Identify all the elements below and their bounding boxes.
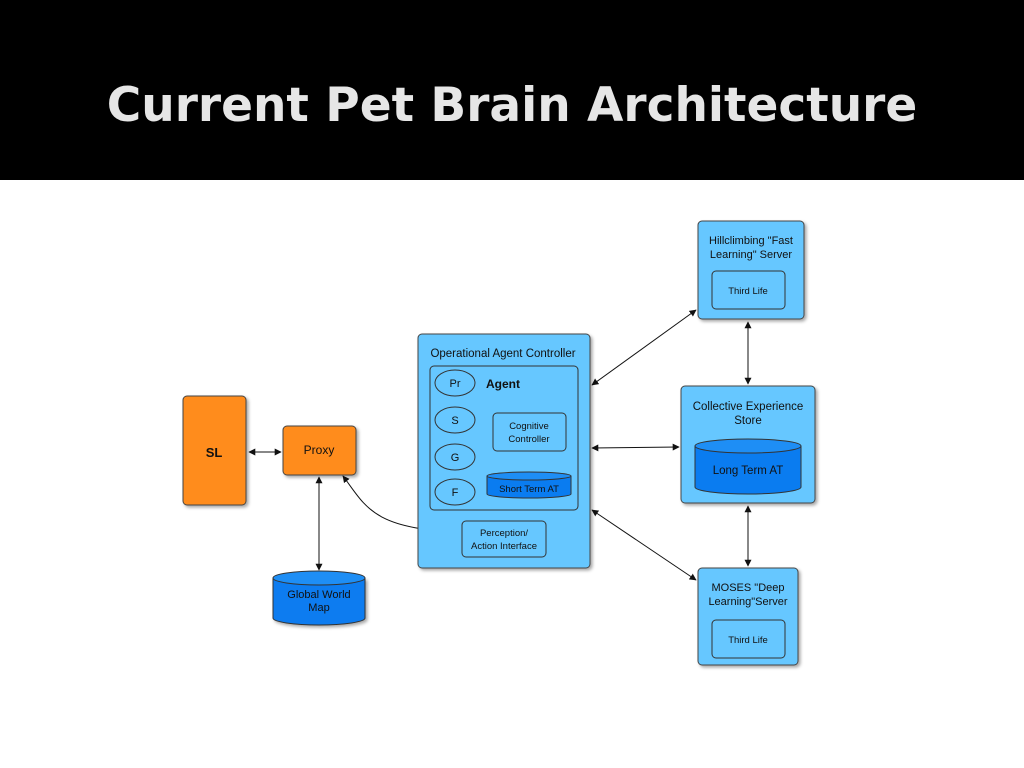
circle-f-label: F bbox=[452, 487, 459, 499]
moses-title-line2: Learning"Server bbox=[708, 596, 787, 608]
hillclimbing-third-life-box bbox=[711, 270, 786, 310]
oac-node: Operational Agent Controller Agent Pr S … bbox=[417, 333, 591, 569]
global-world-map-node: Global World Map bbox=[272, 570, 366, 626]
perception-interface-line2: Action Interface bbox=[471, 541, 537, 552]
circle-s bbox=[434, 406, 476, 434]
circle-g-label: G bbox=[451, 452, 460, 464]
collective-title-line2: Store bbox=[734, 415, 762, 427]
cognitive-controller-line1: Cognitive bbox=[509, 421, 549, 432]
perception-interface-box bbox=[461, 520, 547, 558]
slide-title: Current Pet Brain Architecture bbox=[106, 78, 918, 133]
arrow-oac-hillclimbing bbox=[591, 309, 697, 386]
global-world-map-label-line2: Map bbox=[308, 602, 329, 614]
proxy-label: Proxy bbox=[304, 443, 335, 457]
circle-s-label: S bbox=[451, 415, 458, 427]
sl-label: SL bbox=[206, 445, 223, 460]
hillclimbing-title-line2: Learning" Server bbox=[710, 249, 793, 261]
sl-node: SL bbox=[182, 395, 247, 506]
collective-experience-store-node: Collective Experience Store Long Term AT bbox=[680, 385, 816, 504]
proxy-node: Proxy bbox=[282, 425, 357, 476]
circle-g bbox=[434, 443, 476, 471]
agent-label: Agent bbox=[486, 377, 520, 391]
cognitive-controller-box bbox=[492, 412, 567, 452]
title-bar bbox=[0, 0, 1024, 180]
hillclimbing-title-line1: Hillclimbing "Fast bbox=[709, 235, 793, 247]
arrow-oac-collective bbox=[591, 443, 680, 452]
perception-interface-line1: Perception/ bbox=[480, 528, 528, 539]
oac-title: Operational Agent Controller bbox=[430, 348, 575, 360]
short-term-at-store: Short Term AT bbox=[486, 471, 572, 499]
global-world-map-label-line1: Global World bbox=[287, 589, 350, 601]
short-term-at-label: Short Term AT bbox=[499, 484, 559, 495]
moses-title-line1: MOSES "Deep bbox=[712, 582, 785, 594]
moses-third-life-label: Third Life bbox=[728, 635, 768, 646]
hillclimbing-third-life-label: Third Life bbox=[728, 286, 768, 297]
moses-third-life-box bbox=[711, 619, 786, 659]
cognitive-controller-line2: Controller bbox=[508, 434, 549, 445]
circle-f bbox=[434, 478, 476, 506]
moses-server-node: MOSES "Deep Learning"Server Third Life bbox=[697, 567, 799, 666]
circle-pr-label: Pr bbox=[450, 378, 461, 390]
hillclimbing-server-node: Hillclimbing "Fast Learning" Server Thir… bbox=[697, 220, 805, 320]
circle-pr bbox=[434, 369, 476, 397]
long-term-at-label: Long Term AT bbox=[713, 465, 784, 477]
collective-title-line1: Collective Experience bbox=[693, 401, 804, 413]
arrow-oac-moses bbox=[591, 509, 697, 581]
long-term-at-store: Long Term AT bbox=[694, 438, 802, 495]
